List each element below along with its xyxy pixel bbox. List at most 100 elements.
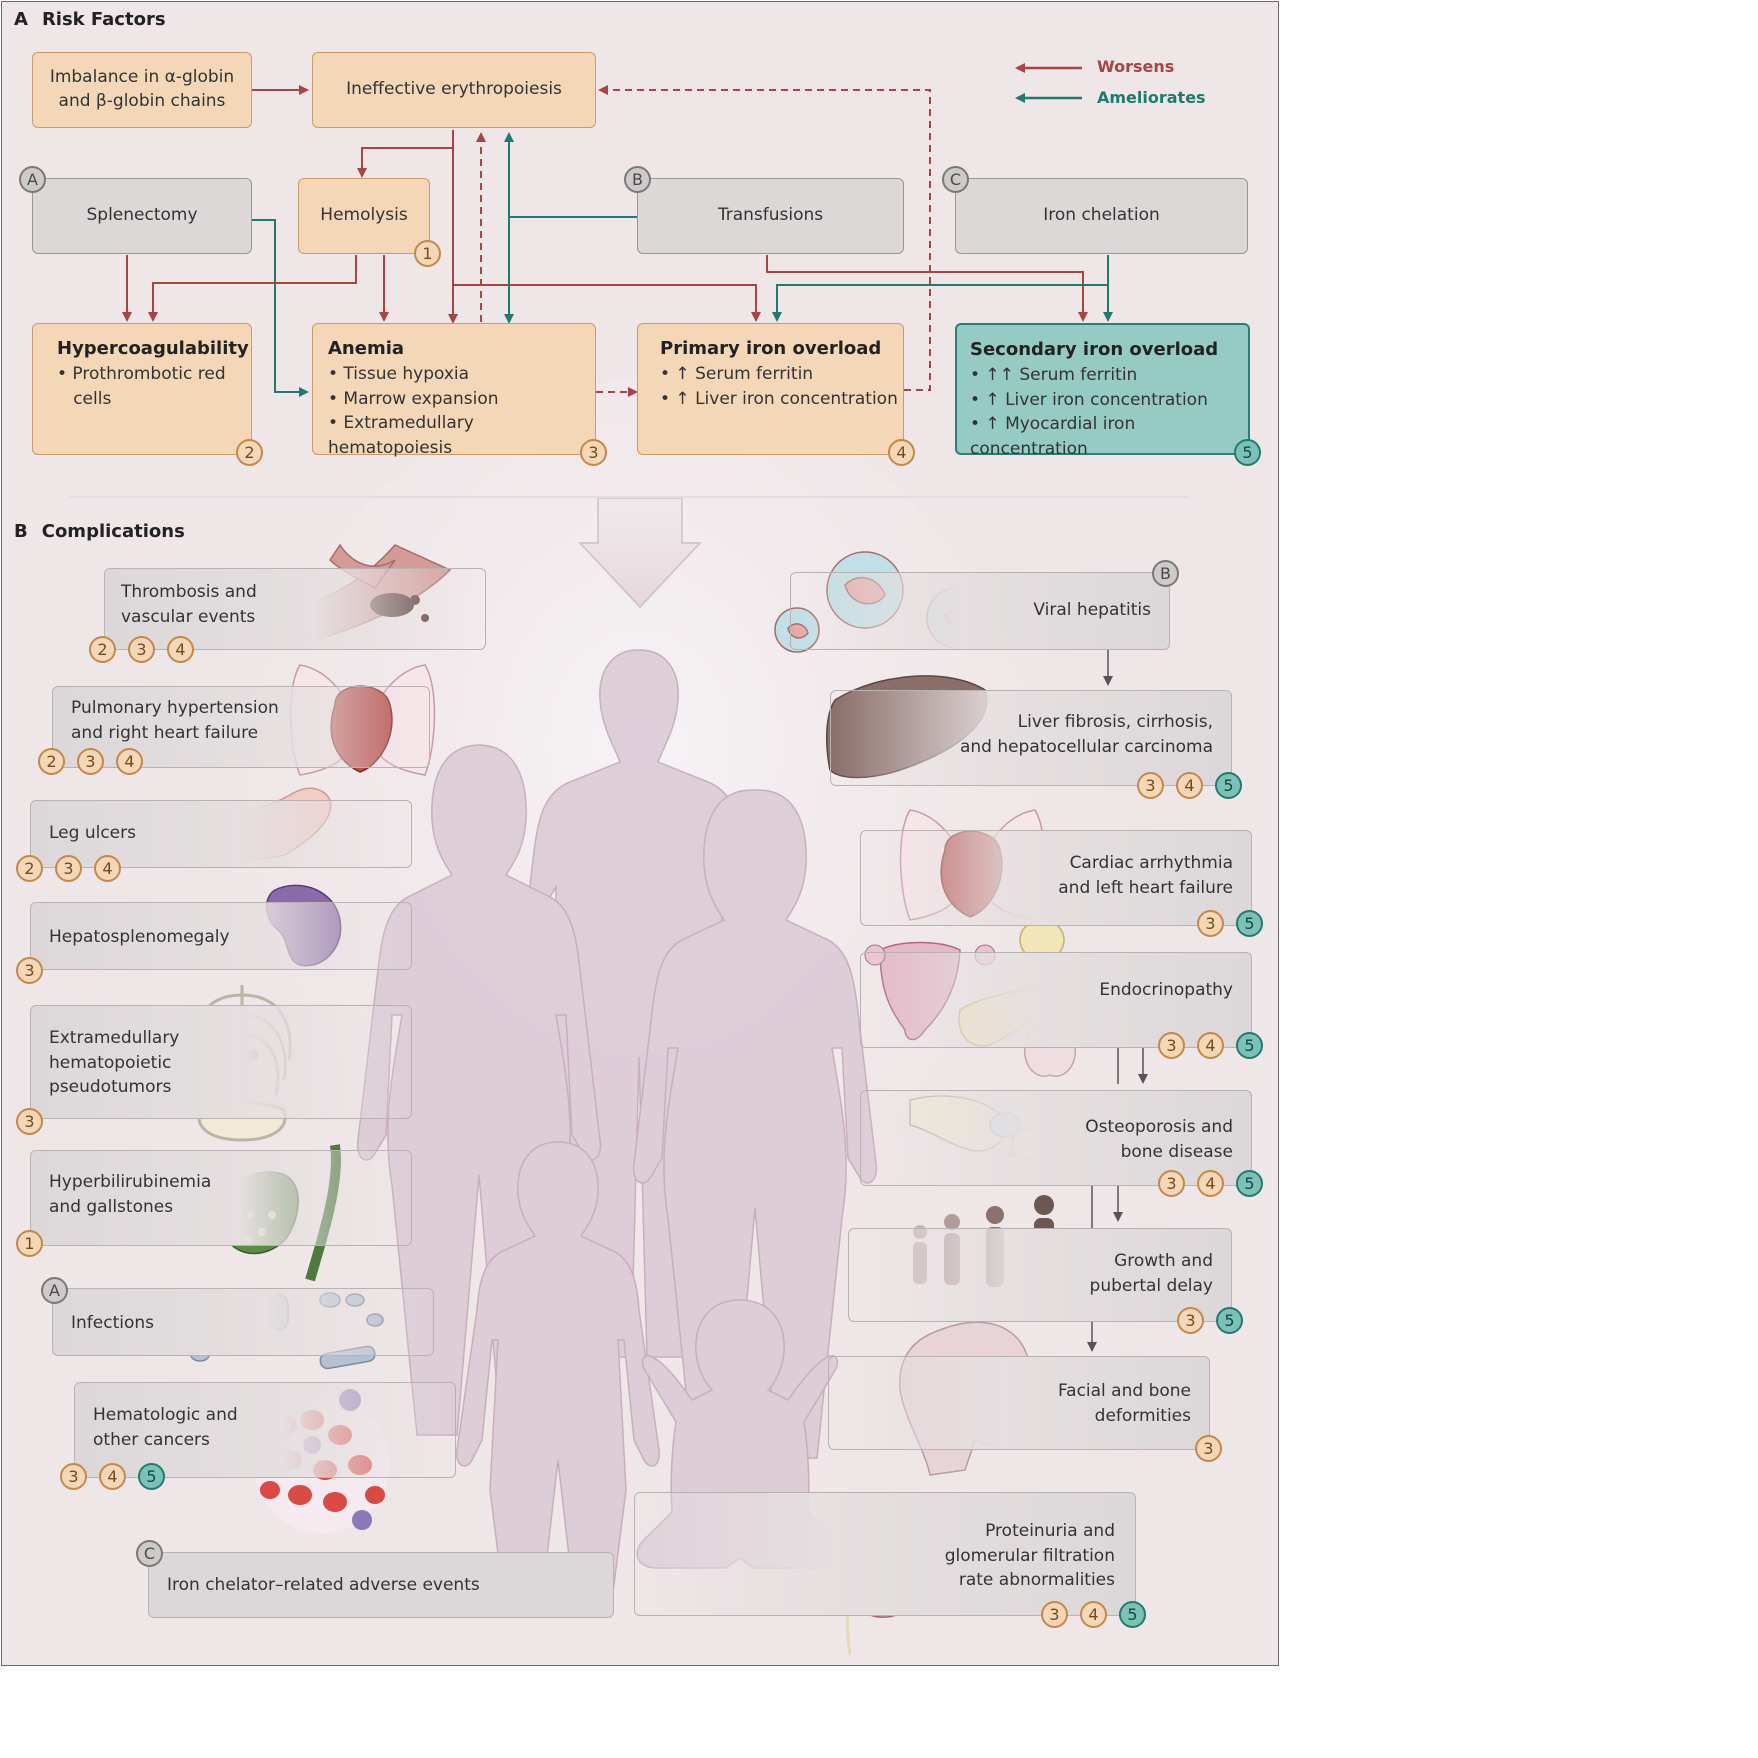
transfusions-label: Transfusions bbox=[717, 205, 824, 226]
viral-hepatitis-tag: B bbox=[1152, 560, 1179, 587]
complication-label: Osteoporosis and bone disease bbox=[1085, 1117, 1233, 1162]
hypercoagulability-bullet-1: • Prothrombotic red bbox=[57, 364, 226, 384]
badge-3: 3 bbox=[77, 748, 104, 775]
hypercoagulability-box: Hypercoagulability • Prothrombotic red c… bbox=[32, 323, 252, 455]
badge-3: 3 bbox=[16, 1108, 43, 1135]
badge-3: 3 bbox=[16, 957, 43, 984]
complication-viral-hepatitis: Viral hepatitis bbox=[790, 572, 1170, 650]
badge-2: 2 bbox=[89, 636, 116, 663]
hypercoagulability-badge: 2 bbox=[236, 439, 263, 466]
imbalance-globin-box: Imbalance in α-globin and β-globin chain… bbox=[32, 52, 252, 128]
complication-iron-chelator-adverse: Iron chelator–related adverse events bbox=[148, 1552, 614, 1618]
section-a-heading: A Risk Factors bbox=[14, 9, 166, 30]
badge-2: 2 bbox=[16, 855, 43, 882]
badge-3: 3 bbox=[1195, 1435, 1222, 1462]
complication-facial-deformities: Facial and bone deformities bbox=[828, 1356, 1210, 1450]
transfusions-box: Transfusions bbox=[637, 178, 904, 254]
complication-hematologic-cancers: Hematologic and other cancers bbox=[74, 1382, 456, 1478]
secondary-iron-bullet-1: • ↑↑ Serum ferritin bbox=[970, 365, 1138, 385]
badge-1: 1 bbox=[16, 1230, 43, 1257]
badge-5: 5 bbox=[1119, 1601, 1146, 1628]
family-silhouettes bbox=[356, 649, 878, 1601]
complication-liver-fibrosis: Liver fibrosis, cirrhosis, and hepatocel… bbox=[830, 690, 1232, 786]
section-b-heading: B Complications bbox=[14, 521, 185, 542]
complication-label: Viral hepatitis bbox=[1033, 600, 1151, 620]
complication-cardiac-arrhythmia: Cardiac arrhythmia and left heart failur… bbox=[860, 830, 1252, 926]
badge-4: 4 bbox=[116, 748, 143, 775]
secondary-iron-overload-box: Secondary iron overload • ↑↑ Serum ferri… bbox=[955, 323, 1250, 459]
section-b-letter: B bbox=[14, 521, 28, 542]
legend-worsens-label: Worsens bbox=[1097, 57, 1175, 76]
badge-3: 3 bbox=[128, 636, 155, 663]
complication-label: Pulmonary hypertension and right heart f… bbox=[71, 698, 279, 743]
legend-ameliorates-label: Ameliorates bbox=[1097, 88, 1206, 107]
arrow-transfusions-secondary bbox=[766, 255, 1088, 322]
complication-label: Growth and pubertal delay bbox=[1089, 1251, 1213, 1296]
anemia-box: Anemia • Tissue hypoxia • Marrow expansi… bbox=[312, 323, 596, 458]
hemolysis-badge: 1 bbox=[414, 240, 441, 267]
complication-label: Proteinuria and glomerular filtration ra… bbox=[944, 1521, 1115, 1591]
primary-iron-bullet-1: • ↑ Serum ferritin bbox=[660, 364, 814, 384]
complication-osteoporosis: Osteoporosis and bone disease bbox=[860, 1090, 1252, 1186]
hypercoagulability-bullet-2: cells bbox=[57, 388, 112, 409]
badge-3: 3 bbox=[1137, 772, 1164, 799]
hemolysis-label: Hemolysis bbox=[320, 205, 408, 226]
primary-iron-title: Primary iron overload bbox=[660, 338, 882, 359]
big-down-arrow bbox=[578, 497, 702, 609]
complication-label: Infections bbox=[71, 1313, 154, 1333]
badge-3: 3 bbox=[1158, 1032, 1185, 1059]
anemia-title: Anemia bbox=[328, 338, 405, 359]
badge-5: 5 bbox=[1215, 772, 1242, 799]
complication-label: Hyperbilirubinemia and gallstones bbox=[49, 1172, 212, 1217]
complication-proteinuria: Proteinuria and glomerular filtration ra… bbox=[634, 1492, 1136, 1616]
section-b-title: Complications bbox=[41, 521, 185, 542]
badge-4: 4 bbox=[1080, 1601, 1107, 1628]
child-silhouette bbox=[456, 1141, 660, 1601]
badge-3: 3 bbox=[60, 1463, 87, 1490]
primary-iron-badge: 4 bbox=[888, 439, 915, 466]
arrow-hemolysis-hypercoag bbox=[148, 255, 357, 322]
badge-5: 5 bbox=[1236, 910, 1263, 937]
complication-hepatosplenomegaly: Hepatosplenomegaly bbox=[30, 902, 412, 970]
complication-label: Liver fibrosis, cirrhosis, and hepatocel… bbox=[959, 712, 1213, 757]
complication-label: Endocrinopathy bbox=[1099, 980, 1233, 1000]
infections-tag: A bbox=[41, 1277, 68, 1304]
complication-thrombosis: Thrombosis and vascular events bbox=[104, 568, 486, 650]
complication-extramedullary-pseudotumors: Extramedullary hematopoietic pseudotumor… bbox=[30, 1005, 412, 1119]
splenectomy-tag: A bbox=[19, 166, 46, 193]
transfusions-tag: B bbox=[624, 166, 651, 193]
complication-leg-ulcers: Leg ulcers bbox=[30, 800, 412, 868]
secondary-iron-bullet-3: • ↑ Myocardial iron concentration bbox=[970, 414, 1136, 459]
section-a-letter: A bbox=[14, 9, 28, 30]
badge-5: 5 bbox=[1236, 1170, 1263, 1197]
badge-3: 3 bbox=[1177, 1307, 1204, 1334]
hypercoagulability-title: Hypercoagulability bbox=[57, 338, 249, 359]
badge-3: 3 bbox=[1158, 1170, 1185, 1197]
arrow-splenectomy-anemia bbox=[252, 219, 309, 397]
badge-5: 5 bbox=[1236, 1032, 1263, 1059]
section-a-title: Risk Factors bbox=[41, 9, 166, 30]
badge-3: 3 bbox=[1041, 1601, 1068, 1628]
complication-label: Hepatosplenomegaly bbox=[49, 927, 230, 947]
complication-label: Hematologic and other cancers bbox=[93, 1405, 238, 1450]
anemia-badge: 3 bbox=[580, 439, 607, 466]
complication-label: Cardiac arrhythmia and left heart failur… bbox=[1058, 853, 1233, 898]
arrow-ineffective-primary bbox=[453, 284, 761, 322]
complication-growth-delay: Growth and pubertal delay bbox=[848, 1228, 1232, 1322]
hemolysis-box: Hemolysis bbox=[298, 178, 430, 254]
badge-4: 4 bbox=[99, 1463, 126, 1490]
arrow-primary-ineffective-dashed bbox=[598, 85, 931, 391]
complication-endocrinopathy: Endocrinopathy bbox=[860, 952, 1252, 1048]
complication-infections: Infections bbox=[52, 1288, 434, 1356]
iron-chelation-tag: C bbox=[942, 166, 969, 193]
complication-label: Extramedullary hematopoietic pseudotumor… bbox=[49, 1028, 180, 1098]
badge-4: 4 bbox=[94, 855, 121, 882]
badge-5: 5 bbox=[138, 1463, 165, 1490]
badge-3: 3 bbox=[1197, 910, 1224, 937]
iron-chelation-label: Iron chelation bbox=[1043, 205, 1160, 226]
complication-label: Leg ulcers bbox=[49, 823, 136, 843]
complication-hyperbilirubinemia: Hyperbilirubinemia and gallstones bbox=[30, 1150, 412, 1246]
primary-iron-overload-box: Primary iron overload • ↑ Serum ferritin… bbox=[637, 323, 904, 455]
secondary-iron-title: Secondary iron overload bbox=[970, 339, 1219, 360]
